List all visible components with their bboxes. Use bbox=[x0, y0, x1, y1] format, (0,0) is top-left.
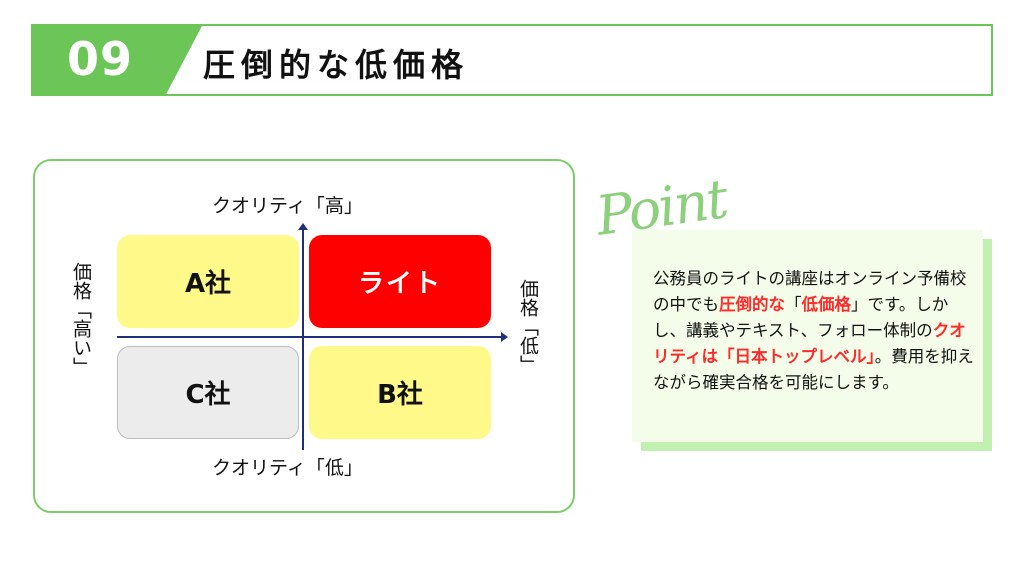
point-text-part: 「 bbox=[785, 295, 802, 314]
point-highlight-quality: クオリティは「日本トップレベル」 bbox=[653, 321, 966, 366]
point-highlight-overwhelming: 圧倒的な bbox=[719, 295, 785, 314]
point-text-part: 」です。しかし、講義やテキスト、フォロー体制の bbox=[653, 295, 949, 340]
axis-label-quality-low: クオリティ「低」 bbox=[212, 457, 363, 479]
section-number: 09 bbox=[67, 32, 134, 86]
section-header: 09 圧倒的な低価格 bbox=[31, 24, 993, 96]
point-description: 公務員のライトの講座はオンライン予備校の中でも圧倒的な「低価格」です。しかし、講… bbox=[653, 266, 975, 396]
quadrant-company-b: B社 bbox=[309, 346, 491, 439]
quadrant-company-a: A社 bbox=[117, 235, 299, 328]
quadrant-light: ライト bbox=[309, 235, 491, 328]
section-title: 圧倒的な低価格 bbox=[203, 46, 470, 84]
point-box bbox=[632, 230, 983, 442]
point-text-part: 。費用を抑えながら確実合格を可能にします。 bbox=[653, 347, 974, 392]
axis-label-price-low: 価格「低」 bbox=[517, 279, 539, 374]
quality-axis-arrow bbox=[298, 223, 308, 450]
quadrant-company-c: C社 bbox=[117, 346, 299, 439]
axis-label-price-high: 価格「高い」 bbox=[70, 262, 92, 376]
axis-label-quality-high: クオリティ「高」 bbox=[212, 195, 363, 217]
point-text-part: 公務員のライトの講座はオンライン予備校の中でも bbox=[653, 269, 967, 314]
point-highlight-low-price: 低価格 bbox=[801, 295, 852, 314]
price-axis-arrow bbox=[117, 332, 508, 342]
